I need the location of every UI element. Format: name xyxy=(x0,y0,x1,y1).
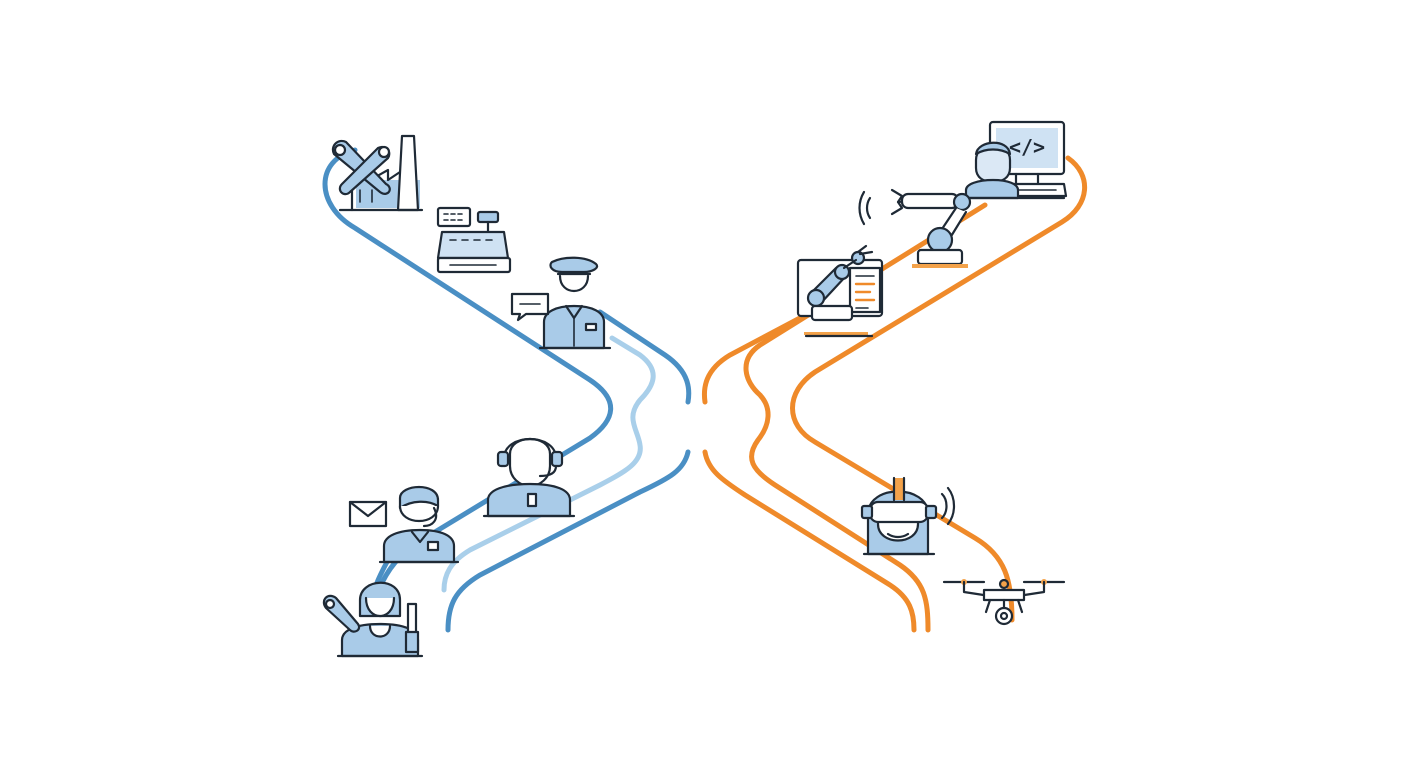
orange-path-outer xyxy=(790,155,1087,623)
vr-headset-user-icon xyxy=(860,476,956,556)
drone-icon xyxy=(942,578,1066,626)
cash-register-icon xyxy=(436,206,512,274)
programmer-at-computer-icon: </> xyxy=(960,120,1068,200)
clerk-with-mail-icon xyxy=(348,486,460,564)
blue-path-lower xyxy=(445,449,691,633)
technician-icon xyxy=(322,581,424,658)
code-symbol-icon: </> xyxy=(1009,135,1045,159)
blue-path-middle xyxy=(597,309,692,405)
robot-document-processing-icon xyxy=(796,244,884,338)
orange-paths xyxy=(701,155,1087,723)
delivery-worker-icon xyxy=(510,256,612,350)
orange-path-inner-lower xyxy=(702,449,917,633)
factory-tools-icon xyxy=(331,134,424,212)
light-blue-path xyxy=(441,335,656,593)
robotic-arm-icon xyxy=(858,188,972,268)
orange-path-inner xyxy=(701,315,803,405)
call-center-agent-icon xyxy=(482,438,576,518)
orange-path-top xyxy=(743,202,988,633)
